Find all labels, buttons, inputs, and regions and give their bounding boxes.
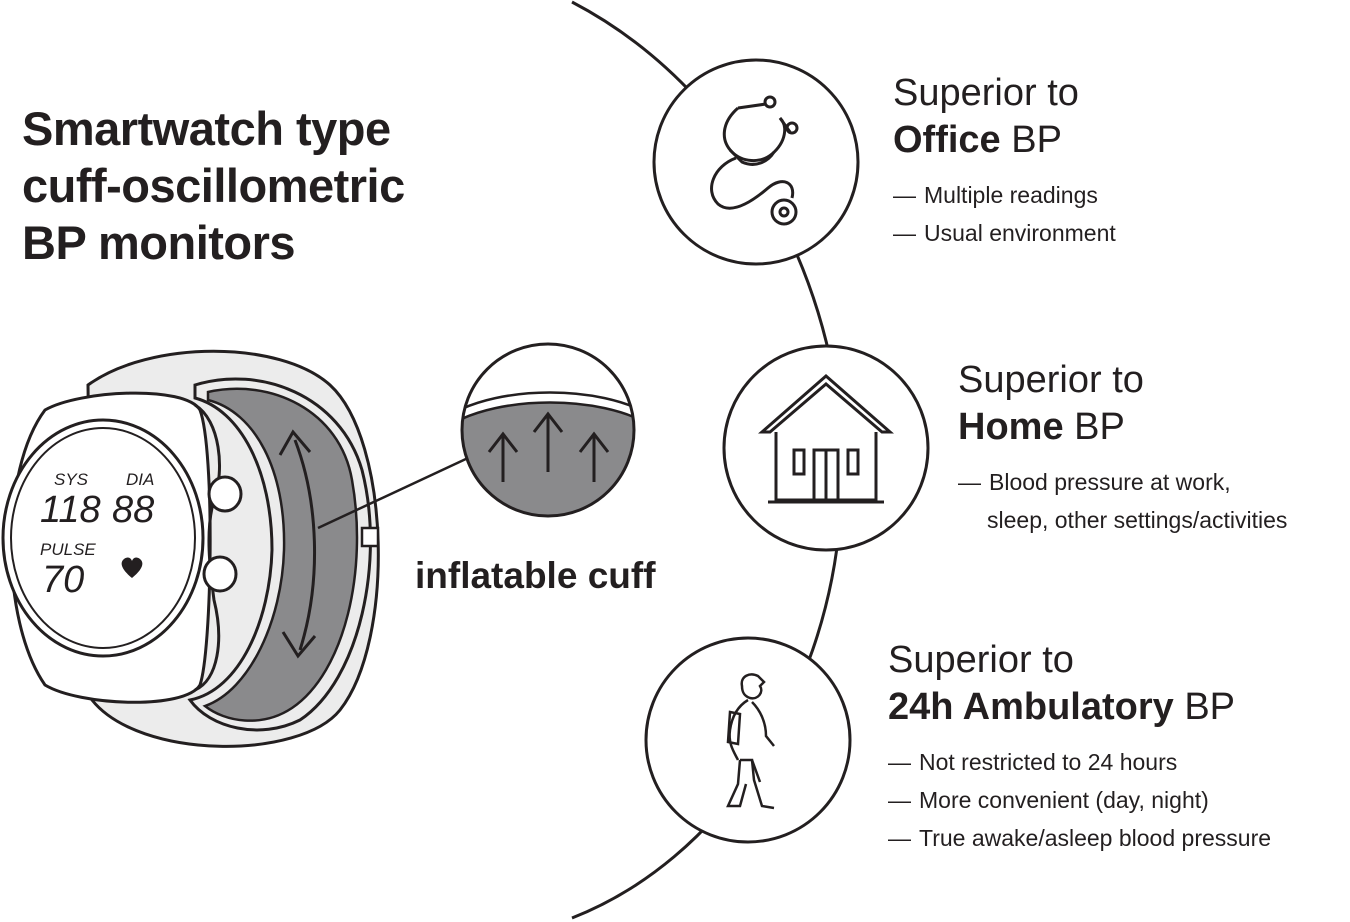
walking-person-icon — [726, 673, 775, 810]
panel-office-heading: Superior to — [893, 72, 1079, 114]
bullet-text: sleep, other settings/activities — [987, 507, 1288, 533]
bullet-text: More convenient (day, night) — [919, 787, 1209, 813]
list-item: — Multiple readings — [893, 176, 1116, 214]
stethoscope-circle — [652, 58, 860, 266]
stethoscope-icon — [710, 95, 799, 226]
title-line-3: BP monitors — [22, 216, 296, 269]
panel-home-suffix: BP — [1074, 406, 1125, 448]
dash: — — [893, 182, 916, 208]
pulse-label: PULSE — [40, 540, 96, 559]
dash: — — [888, 825, 911, 851]
panel-ambulatory-subheading: 24h Ambulatory BP — [888, 684, 1271, 731]
title-line-2: cuff-oscillometric — [22, 159, 405, 212]
panel-home: Superior to Home BP — Blood pressure at w… — [958, 357, 1287, 539]
panel-office-bullets: — Multiple readings — Usual environment — [893, 176, 1116, 252]
bullet-text: Usual environment — [924, 220, 1116, 246]
watch-case — [1, 391, 243, 704]
dia-value: 88 — [112, 489, 154, 531]
panel-office-subheading: Office BP — [893, 117, 1116, 164]
panel-ambulatory: Superior to 24h Ambulatory BP — Not restr… — [888, 637, 1271, 857]
watch-display: SYS DIA 118 88 PULSE 70 — [40, 470, 154, 601]
heart-icon — [121, 557, 143, 578]
panel-ambulatory-bullets: — Not restricted to 24 hours — More conven… — [888, 743, 1271, 857]
cuff-zoom-circle — [460, 342, 636, 518]
panel-ambulatory-suffix: BP — [1184, 686, 1236, 728]
list-item: — Usual environment — [893, 214, 1116, 252]
sys-value: 118 — [40, 489, 101, 531]
house-circle — [722, 344, 930, 552]
panel-home-bullets: — Blood pressure at work, sleep, other se… — [958, 463, 1287, 539]
panel-home-heading: Superior to — [958, 359, 1144, 401]
dash: — — [888, 787, 911, 813]
dash: — — [888, 749, 911, 775]
walking-circle — [644, 636, 852, 844]
dash: — — [958, 469, 981, 495]
panel-ambulatory-heading: Superior to — [888, 639, 1074, 681]
inflatable-cuff — [187, 377, 380, 732]
bullet-text: Multiple readings — [924, 182, 1098, 208]
list-item: — Not restricted to 24 hours — [888, 743, 1271, 781]
bullet-text: Blood pressure at work, — [989, 469, 1231, 495]
panel-home-bold: Home — [958, 406, 1064, 448]
sys-label: SYS — [54, 470, 89, 489]
bullet-text: True awake/asleep blood pressure — [919, 825, 1272, 851]
list-item: — More convenient (day, night) — [888, 781, 1271, 819]
callout-line — [317, 456, 469, 530]
list-item: — Blood pressure at work, — [958, 463, 1287, 501]
pulse-value: 70 — [42, 559, 84, 601]
panel-home-subheading: Home BP — [958, 404, 1287, 451]
title-line-1: Smartwatch type — [22, 102, 391, 155]
house-icon — [758, 374, 894, 504]
panel-office: Superior to Office BP — Multiple readings… — [893, 70, 1116, 252]
panel-office-bold: Office — [893, 119, 1001, 161]
list-item: — True awake/asleep blood pressure — [888, 819, 1271, 857]
inflatable-cuff-label: inflatable cuff — [415, 555, 656, 596]
dia-label: DIA — [126, 470, 154, 489]
watch-button-top — [207, 475, 243, 513]
dash: — — [893, 220, 916, 246]
watch-button-bottom — [202, 555, 238, 593]
bullet-text: Not restricted to 24 hours — [919, 749, 1178, 775]
pressure-arrows — [487, 411, 610, 482]
page-title: Smartwatch type cuff-oscillometric BP mo… — [22, 100, 405, 271]
panel-office-suffix: BP — [1011, 119, 1062, 161]
list-item: sleep, other settings/activities — [958, 501, 1287, 539]
panel-ambulatory-bold: 24h Ambulatory — [888, 686, 1174, 728]
